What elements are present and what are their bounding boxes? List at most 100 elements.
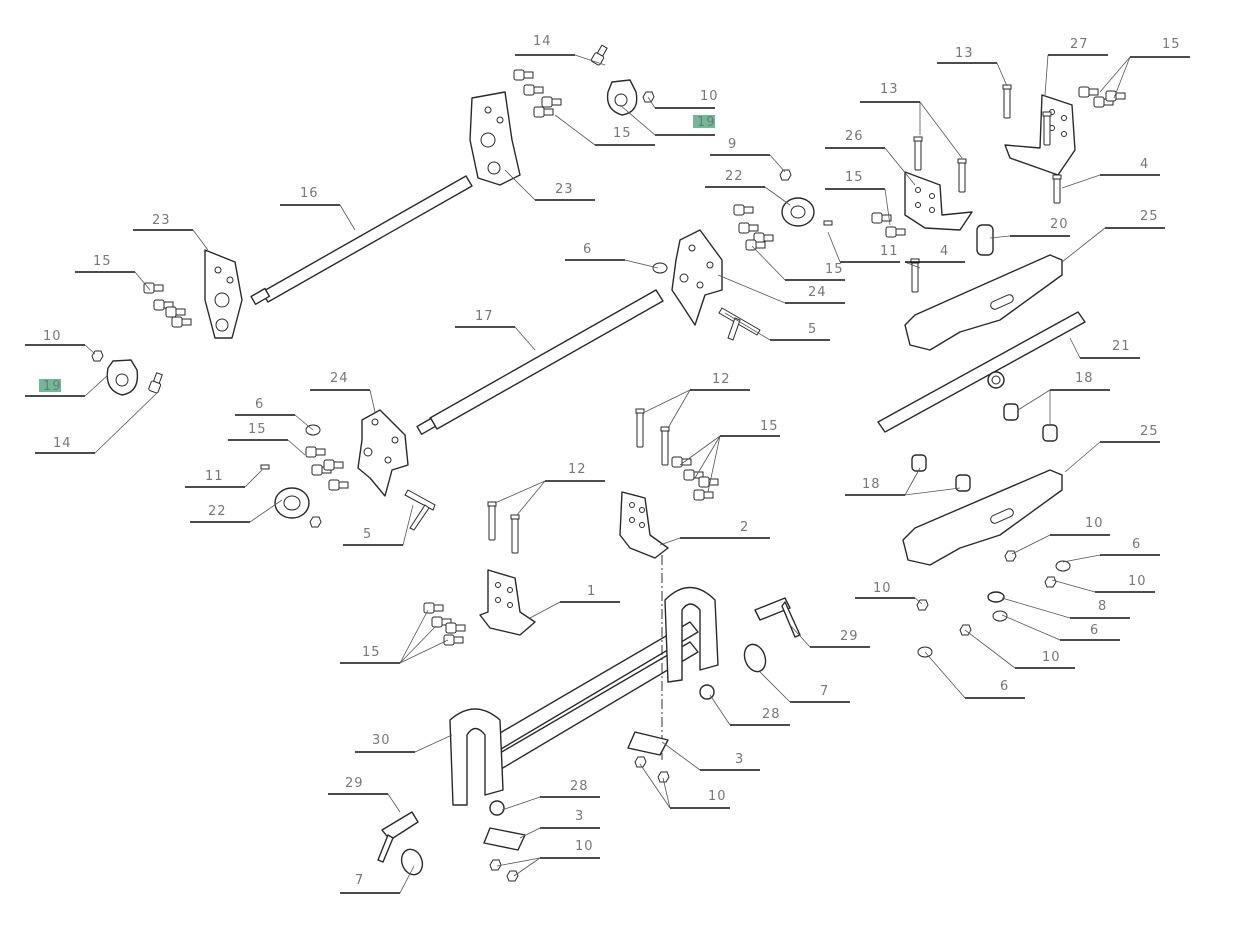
bolt-icon xyxy=(1093,96,1114,108)
callout-15[interactable]: 15 xyxy=(751,245,845,281)
spring-clip-icon xyxy=(1055,560,1071,572)
callout-10[interactable]: 10 xyxy=(964,629,1075,669)
callout-number: 10 xyxy=(1085,516,1104,531)
leader-line xyxy=(707,435,721,493)
callout-5[interactable]: 5 xyxy=(343,504,414,546)
bolt-icon xyxy=(1078,86,1099,98)
callout-26[interactable]: 26 xyxy=(825,129,916,186)
leader-line xyxy=(717,274,786,304)
callout-17[interactable]: 17 xyxy=(455,309,536,351)
callout-number: 25 xyxy=(1140,424,1159,439)
callout-10[interactable]: 10 xyxy=(1011,516,1110,555)
callout-16[interactable]: 16 xyxy=(280,186,356,231)
leader-line xyxy=(1051,579,1096,593)
callout-number: 5 xyxy=(363,527,372,542)
callout-10[interactable]: 10 xyxy=(639,763,730,809)
callout-10[interactable]: 10 xyxy=(25,329,96,355)
callout-number: 21 xyxy=(1112,339,1131,354)
callout-10[interactable]: 10 xyxy=(855,581,923,605)
callout-number: 22 xyxy=(725,169,744,184)
callout-10[interactable]: 10 xyxy=(496,839,600,877)
leader-line xyxy=(1062,554,1101,563)
leader-line xyxy=(1099,56,1131,93)
bolt-icon xyxy=(693,489,714,501)
callout-30[interactable]: 30 xyxy=(355,733,453,753)
callout-10[interactable]: 10 xyxy=(1051,574,1155,593)
callout-14[interactable]: 14 xyxy=(515,34,606,66)
callout-25[interactable]: 25 xyxy=(1061,209,1165,263)
callout-7[interactable]: 7 xyxy=(340,865,415,894)
leader-line xyxy=(244,469,263,488)
pin-icon xyxy=(913,136,923,171)
leader-line xyxy=(679,435,721,466)
callout-24[interactable]: 24 xyxy=(310,371,376,413)
leader-line xyxy=(789,624,811,648)
callout-number: 22 xyxy=(208,504,227,519)
callout-number: 10 xyxy=(1128,574,1147,589)
callout-4[interactable]: 4 xyxy=(1061,157,1160,189)
callout-15[interactable]: 15 xyxy=(75,254,151,291)
callout-12[interactable]: 12 xyxy=(494,462,605,516)
callout-6[interactable]: 6 xyxy=(235,397,314,431)
callout-22[interactable]: 22 xyxy=(705,169,791,206)
callout-29[interactable]: 29 xyxy=(789,624,870,648)
leader-line xyxy=(827,231,841,263)
bolt-icon xyxy=(171,316,192,328)
callout-9[interactable]: 9 xyxy=(710,137,786,173)
callout-1[interactable]: 1 xyxy=(529,584,620,619)
callout-19[interactable]: 19 xyxy=(619,104,716,136)
leader-line xyxy=(504,169,536,201)
callout-23[interactable]: 23 xyxy=(133,213,209,251)
callout-28[interactable]: 28 xyxy=(501,779,600,811)
callout-15[interactable]: 15 xyxy=(554,114,655,146)
callout-6[interactable]: 6 xyxy=(1062,537,1160,563)
callout-21[interactable]: 21 xyxy=(1069,337,1140,359)
callout-14[interactable]: 14 xyxy=(35,391,159,454)
callout-11[interactable]: 11 xyxy=(185,469,263,488)
callout-20[interactable]: 20 xyxy=(989,217,1070,239)
leader-line xyxy=(764,186,791,206)
callout-27[interactable]: 27 xyxy=(1044,37,1108,96)
callout-6[interactable]: 6 xyxy=(565,242,659,269)
callout-25[interactable]: 25 xyxy=(1064,424,1160,473)
clamp-19-top xyxy=(606,79,638,116)
callout-2[interactable]: 2 xyxy=(659,520,770,546)
callout-24[interactable]: 24 xyxy=(717,274,845,304)
bracket-2 xyxy=(619,491,669,559)
callout-18[interactable]: 18 xyxy=(845,467,961,496)
callout-23[interactable]: 23 xyxy=(504,169,595,201)
callout-15[interactable]: 15 xyxy=(228,422,306,456)
leader-line xyxy=(661,741,701,771)
leader-line xyxy=(1064,441,1101,473)
washer-8 xyxy=(987,591,1005,603)
callout-3[interactable]: 3 xyxy=(661,741,760,771)
leader-line xyxy=(501,796,541,811)
leader-line xyxy=(919,101,963,159)
callout-8[interactable]: 8 xyxy=(1001,597,1130,619)
callout-10[interactable]: 10 xyxy=(647,89,719,109)
callout-3[interactable]: 3 xyxy=(519,809,600,839)
callout-13[interactable]: 13 xyxy=(860,82,963,159)
callout-number: 12 xyxy=(712,372,731,387)
callout-6[interactable]: 6 xyxy=(1001,614,1120,641)
callout-13[interactable]: 13 xyxy=(937,46,1008,87)
callout-15[interactable]: 15 xyxy=(679,419,780,493)
callout-12[interactable]: 12 xyxy=(644,372,750,429)
callout-29[interactable]: 29 xyxy=(328,776,401,813)
callout-18[interactable]: 18 xyxy=(1017,371,1110,425)
callout-15[interactable]: 15 xyxy=(1099,37,1190,99)
callout-22[interactable]: 22 xyxy=(190,499,283,523)
leader-line xyxy=(134,271,151,291)
leader-line xyxy=(639,763,671,809)
callout-7[interactable]: 7 xyxy=(759,671,850,703)
callout-5[interactable]: 5 xyxy=(724,312,830,341)
callout-15[interactable]: 15 xyxy=(825,170,891,226)
nut-icon xyxy=(657,771,670,783)
callout-28[interactable]: 28 xyxy=(709,694,790,726)
callout-4[interactable]: 4 xyxy=(904,244,965,269)
callout-11[interactable]: 11 xyxy=(827,231,900,263)
bolt-icon xyxy=(305,446,326,458)
callout-15[interactable]: 15 xyxy=(340,609,449,664)
callout-6[interactable]: 6 xyxy=(924,651,1025,699)
callout-19[interactable]: 19 xyxy=(25,374,109,397)
